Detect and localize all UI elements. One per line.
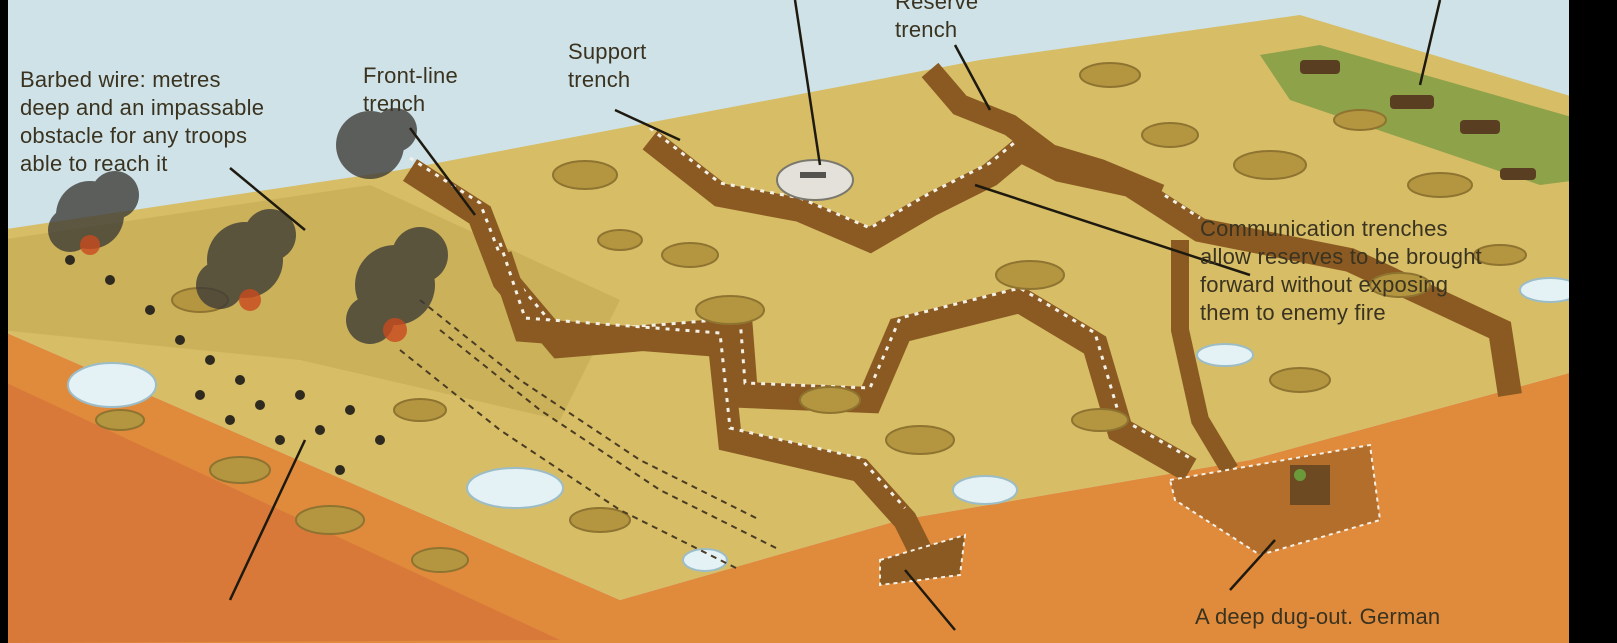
frame-right-border [1569,0,1617,643]
frame-left-border [0,0,8,643]
label-deep-dugout: A deep dug-out. German [1195,603,1440,631]
label-support-trench: Support trench [568,38,646,94]
label-front-line-trench: Front-line trench [363,62,458,118]
label-communication-trenches: Communication trenches allow reserves to… [1200,215,1482,327]
label-reserve-trench: Reserve trench [895,0,978,44]
pillbox [777,160,853,200]
label-barbed-wire: Barbed wire: metres deep and an impassab… [20,66,264,178]
